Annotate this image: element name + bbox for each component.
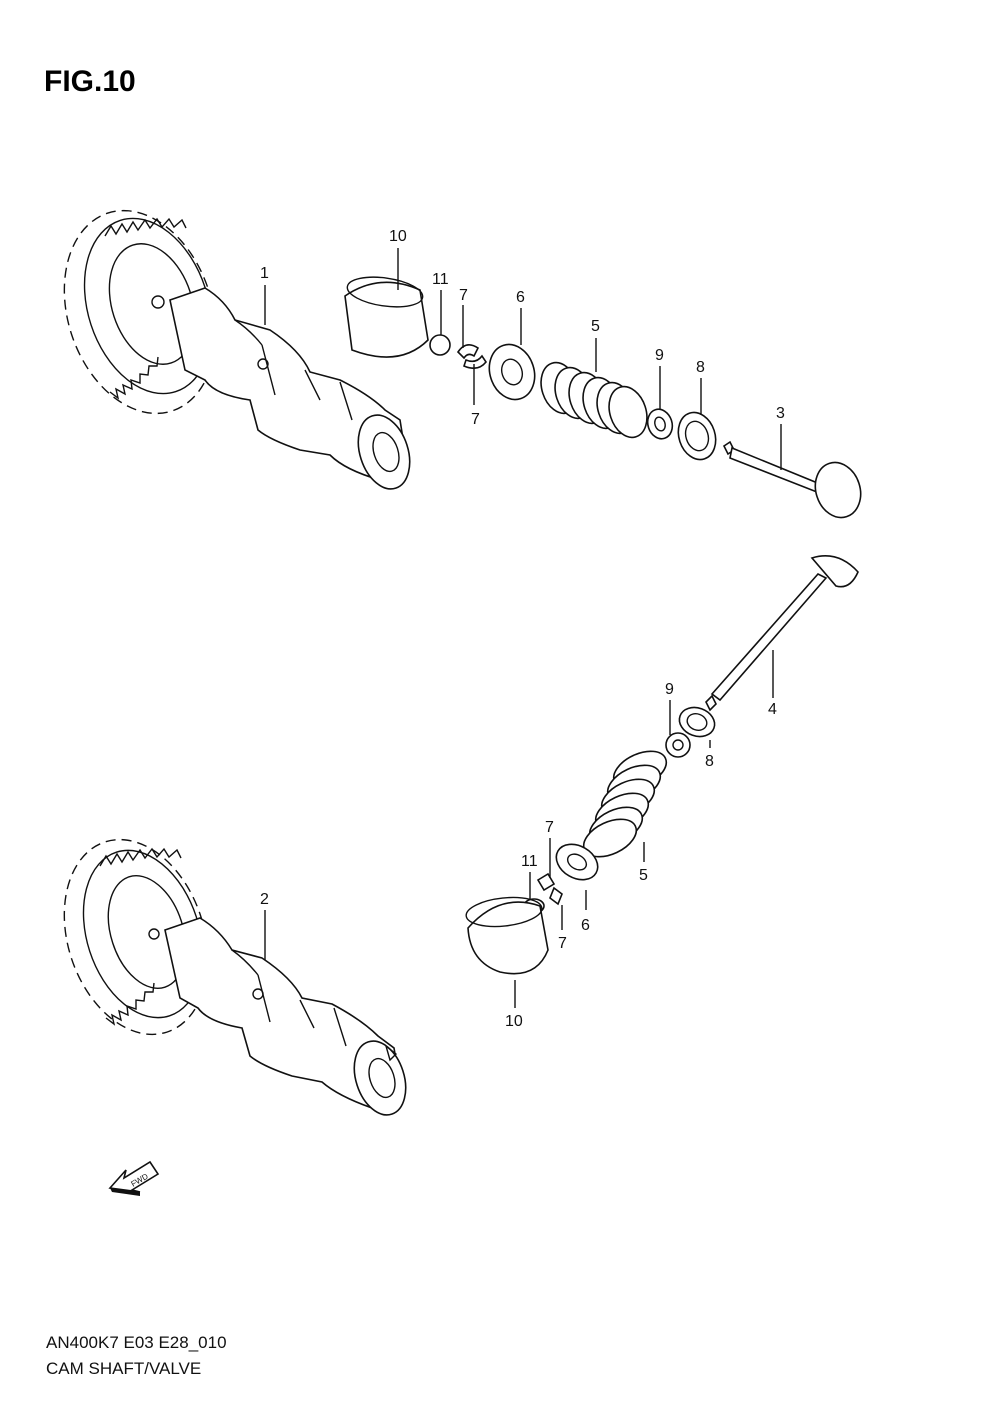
intake-valve bbox=[722, 440, 862, 519]
valve-stem-seal-upper bbox=[646, 408, 674, 440]
cotter-upper-b bbox=[463, 354, 487, 370]
callout-3: 3 bbox=[776, 405, 785, 422]
spring-retainer-upper bbox=[488, 343, 536, 401]
callout-5-upper: 5 bbox=[591, 318, 600, 335]
fwd-arrow-icon: FWD bbox=[108, 1160, 160, 1196]
tappet-upper bbox=[344, 281, 429, 358]
camshaft-exhaust bbox=[63, 838, 407, 1116]
spring-seat-upper bbox=[677, 411, 717, 461]
valve-train-upper bbox=[344, 276, 862, 519]
exhaust-valve bbox=[705, 555, 859, 712]
tappet-lower bbox=[467, 901, 549, 975]
callout-11-upper: 11 bbox=[432, 271, 449, 288]
camshaft-intake bbox=[63, 209, 411, 490]
callout-8-upper: 8 bbox=[696, 359, 705, 376]
callout-7-upper-a: 7 bbox=[459, 287, 468, 304]
callout-9-lower: 9 bbox=[665, 681, 674, 698]
valve-stem-seal-lower bbox=[665, 732, 691, 758]
callout-8-lower: 8 bbox=[705, 753, 714, 770]
callout-4: 4 bbox=[768, 701, 777, 718]
footer-caption: CAM SHAFT/VALVE bbox=[46, 1359, 201, 1378]
valve-train-lower bbox=[465, 555, 859, 975]
spring-retainer-lower bbox=[555, 843, 599, 881]
callout-9-upper: 9 bbox=[655, 347, 664, 364]
cotter-lower-a bbox=[536, 872, 556, 892]
callout-1: 1 bbox=[260, 265, 269, 282]
callout-10-upper: 10 bbox=[389, 228, 407, 245]
leader-lines bbox=[264, 248, 782, 1008]
callout-7-lower-a: 7 bbox=[545, 819, 554, 836]
callout-2: 2 bbox=[260, 891, 269, 908]
callout-5-lower: 5 bbox=[639, 867, 648, 884]
callout-6-upper: 6 bbox=[516, 289, 525, 306]
figure-title: FIG.10 bbox=[44, 65, 136, 98]
valve-spring-lower bbox=[582, 750, 668, 858]
valve-spring-upper bbox=[540, 361, 648, 439]
cotter-lower-b bbox=[549, 886, 563, 906]
callout-7-upper-b: 7 bbox=[471, 411, 480, 428]
callout-6-lower: 6 bbox=[581, 917, 590, 934]
callout-10-lower: 10 bbox=[505, 1013, 523, 1030]
shim-upper bbox=[429, 334, 451, 356]
callout-7-lower-b: 7 bbox=[558, 935, 567, 952]
spring-seat-lower bbox=[678, 706, 716, 738]
cotter-upper-a bbox=[456, 344, 480, 360]
footer-code: AN400K7 E03 E28_010 bbox=[46, 1333, 227, 1352]
callout-11-lower: 11 bbox=[521, 853, 538, 870]
